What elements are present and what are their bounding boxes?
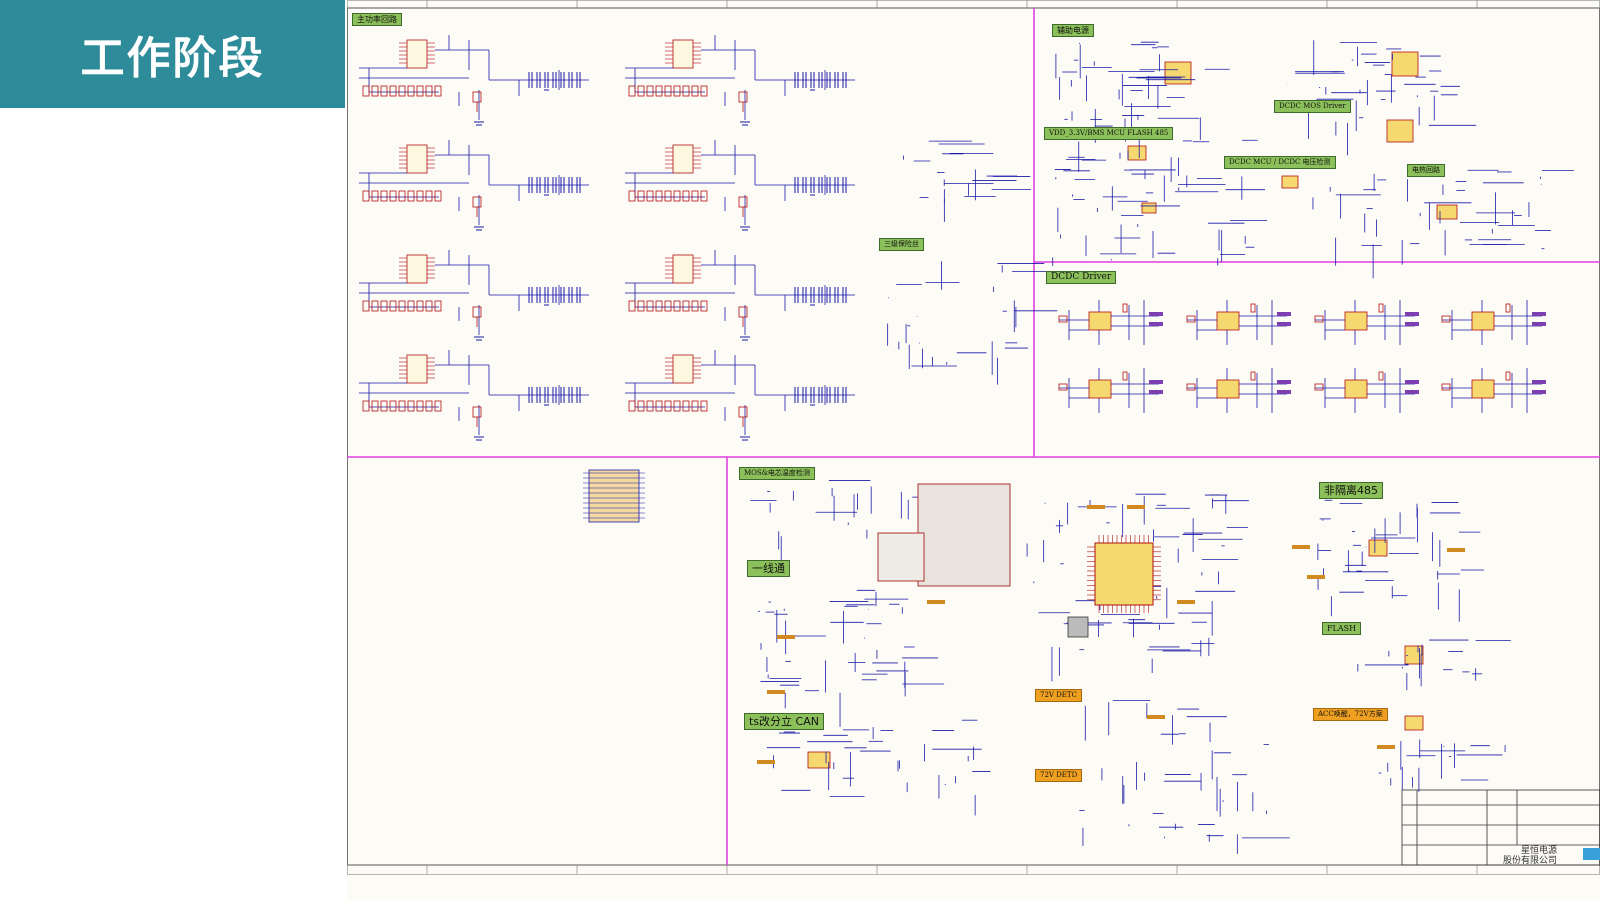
label-nonisolated-485: 非隔离485 [1319,482,1383,499]
label-dcdc-driver: DCDC Driver [1046,271,1117,284]
power-loop-block-3 [625,140,855,231]
ic-chip-9 [1404,715,1424,731]
net-label-7 [1307,575,1325,579]
net-label-9 [757,760,775,764]
ic-chip-6 [1141,202,1157,214]
net-label-2 [1292,545,1310,549]
temp-sensor-box-2 [877,532,925,582]
label-72v-detc: 72V DETC [1035,689,1082,702]
dcdc-driver-block-5 [1186,368,1291,413]
crystal-module [1067,616,1089,638]
dcdc-driver-block-3 [1441,300,1546,345]
company-line-1: 星恒电源 [1520,846,1557,856]
mcu-chip [1094,542,1154,606]
net-label-0 [1087,505,1105,509]
net-label-10 [1147,715,1165,719]
power-loop-block-5 [625,250,855,341]
slide-title: 工作阶段 [80,33,265,84]
label-dcdc-mos-driver: DCDC MOS Driver [1274,100,1351,113]
power-loop-block-6 [359,350,589,441]
ic-chip-2 [1386,119,1414,143]
power-loop-block-7 [625,350,855,441]
label-main-power: 主功率回路 [352,13,402,26]
power-loop-block-2 [359,140,589,231]
dcdc-driver-block-6 [1314,368,1419,413]
net-label-3 [927,600,945,604]
connector-block [588,469,640,523]
label-flash: FLASH [1322,622,1362,635]
power-loop-block-1 [625,35,855,126]
dcdc-driver-block-7 [1441,368,1546,413]
ic-chip-8 [1404,645,1424,665]
dcdc-driver-block-1 [1186,300,1291,345]
temp-sensor-box [917,483,1011,587]
label-vdd-mcu: VDD_3.3V/BMS MCU FLASH 485 [1044,127,1174,140]
label-one-wire: 一线通 [747,560,790,577]
slide-title-box: 工作阶段 [0,0,345,108]
title-block-company: 星恒电源 股份有限公司 [1477,846,1557,866]
power-loop-block-4 [359,250,589,341]
net-label-5 [777,635,795,639]
label-dcdc-mcu-detect: DCDC MCU / DCDC 电压检测 [1224,156,1336,169]
ic-chip-1 [1391,51,1419,77]
label-heating: 电热回路 [1407,164,1445,177]
ic-chip-3 [1436,204,1458,220]
power-loop-block-0 [359,35,589,126]
label-fuse-protect: 三级保险丝 [879,238,924,251]
net-label-1 [1127,505,1145,509]
company-line-2: 股份有限公司 [1502,856,1557,866]
net-label-11 [1377,745,1395,749]
label-can: ts改分立 CAN [744,713,824,730]
dcdc-driver-block-4 [1058,368,1163,413]
net-label-4 [767,690,785,694]
net-label-8 [1447,548,1465,552]
dcdc-driver-block-2 [1314,300,1419,345]
label-72v-detd: 72V DETD [1035,769,1083,782]
ic-chip-10 [807,751,831,769]
schematic-sheet: 主功率回路 辅助电源 VDD_3.3V/BMS MCU FLASH 485 DC… [347,0,1600,900]
ic-chip-4 [1127,145,1147,161]
schematic-drawing [347,0,1600,875]
ic-chip-5 [1281,175,1299,189]
ic-chip-0 [1164,61,1192,85]
dcdc-driver-block-0 [1058,300,1163,345]
label-aux-power: 辅助电源 [1052,24,1094,37]
net-label-6 [1177,600,1195,604]
label-mos-temp: MOS&电芯温度检测 [739,467,815,480]
ic-chip-7 [1368,539,1388,557]
label-acc: ACC唤醒，72V方案 [1313,708,1388,721]
